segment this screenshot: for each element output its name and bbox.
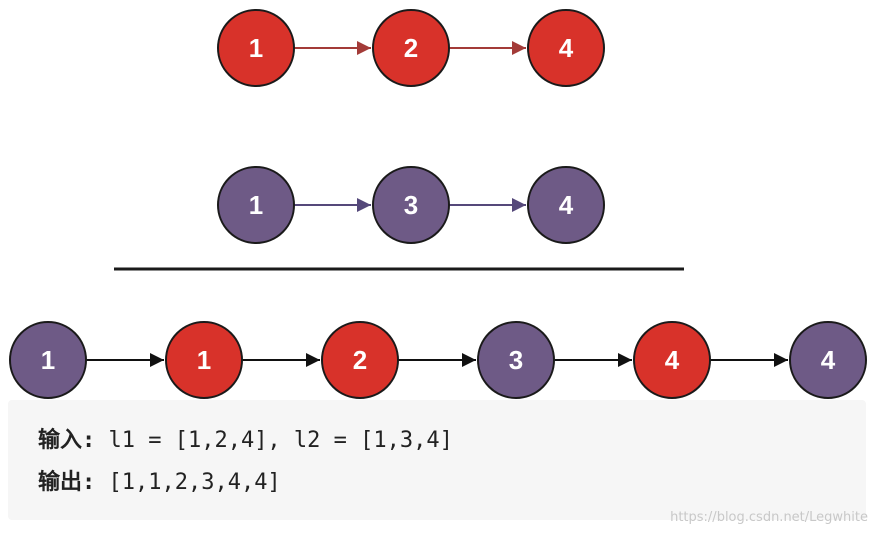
merged-node-4 <box>477 321 555 399</box>
merged-node-3-value: 2 <box>353 345 367 375</box>
merged-node-5-value: 4 <box>665 345 680 375</box>
merged-node-1 <box>9 321 87 399</box>
list1-node-1-value: 1 <box>249 33 263 63</box>
example-code-block: 输入: l1 = [1,2,4], l2 = [1,3,4] 输出: [1,1,… <box>8 400 866 520</box>
merged-node-1-value: 1 <box>41 345 55 375</box>
list1-row: 1 2 4 <box>217 9 605 87</box>
output-value: [1,1,2,3,4,4] <box>95 470 281 495</box>
output-label: 输出: <box>38 470 96 495</box>
list2-node-3 <box>527 166 605 244</box>
list2-row: 1 3 4 <box>217 166 605 244</box>
list1-node-2-value: 2 <box>404 33 418 63</box>
list2-node-3-value: 4 <box>559 190 574 220</box>
watermark: https://blog.csdn.net/Legwhite <box>670 510 868 525</box>
list2-node-2-value: 3 <box>404 190 418 220</box>
list1-node-1 <box>217 9 295 87</box>
input-value: l1 = [1,2,4], l2 = [1,3,4] <box>95 428 453 453</box>
list1-node-3 <box>527 9 605 87</box>
merged-node-5 <box>633 321 711 399</box>
merged-node-6-value: 4 <box>821 345 836 375</box>
list2-node-1 <box>217 166 295 244</box>
input-label: 输入: <box>38 428 96 453</box>
output-line: 输出: [1,1,2,3,4,4] <box>38 464 281 496</box>
list1-node-3-value: 4 <box>559 33 574 63</box>
linked-list-diagram: 1 2 4 1 3 4 1 1 2 3 4 4 <box>9 9 867 399</box>
merged-node-3 <box>321 321 399 399</box>
input-line: 输入: l1 = [1,2,4], l2 = [1,3,4] <box>38 422 453 454</box>
merged-node-2 <box>165 321 243 399</box>
list2-node-1-value: 1 <box>249 190 263 220</box>
merged-node-2-value: 1 <box>197 345 211 375</box>
list2-node-2 <box>372 166 450 244</box>
merged-node-4-value: 3 <box>509 345 523 375</box>
merged-node-6 <box>789 321 867 399</box>
list1-node-2 <box>372 9 450 87</box>
merged-row: 1 1 2 3 4 4 <box>9 321 867 399</box>
